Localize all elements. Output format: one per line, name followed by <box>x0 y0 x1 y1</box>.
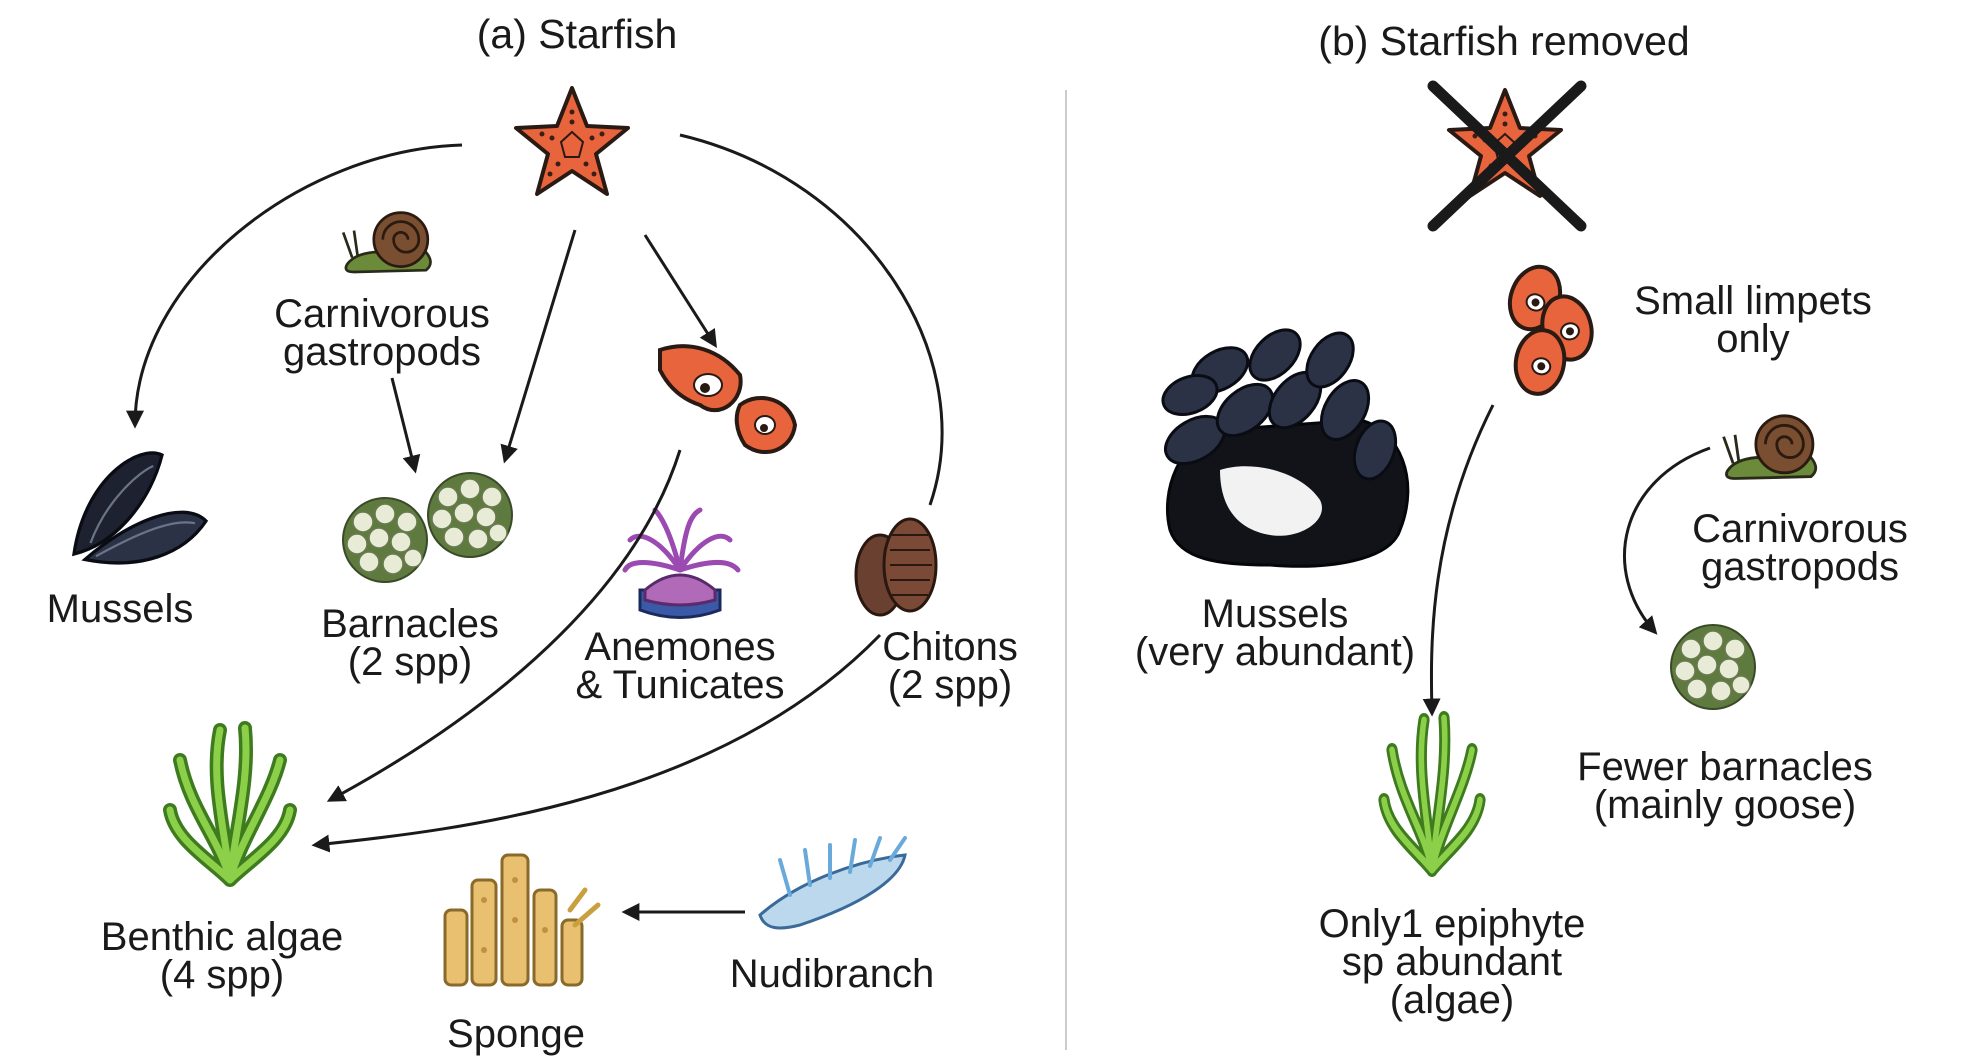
snail-icon <box>341 211 432 274</box>
panel-b-title: (b) Starfish removed <box>1318 18 1690 64</box>
label-benthic-algae: Benthic algae (4 spp) <box>100 915 344 997</box>
label-sponge: Sponge <box>447 1012 585 1056</box>
starfish-icon <box>514 86 630 196</box>
panel-b-arrows <box>1422 404 1711 717</box>
arrow-starfish-limpets <box>643 234 717 349</box>
label-nudibranch: Nudibranch <box>729 952 935 996</box>
label-fewer-barnacles: Fewer barnacles (mainly goose) <box>1577 745 1873 827</box>
panel-a-arrows <box>126 133 944 921</box>
label-small-limpets: Small limpets only <box>1634 279 1872 361</box>
barnacle-icon <box>1670 624 1756 710</box>
label-mussels-b: Mussels (very abundant) <box>1134 592 1416 674</box>
barnacle-icon <box>342 497 428 583</box>
limpet-icon <box>1499 257 1601 400</box>
label-chitons: Chitons (2 spp) <box>882 625 1018 707</box>
panel-a-title: (a) Starfish <box>476 11 678 57</box>
snail-icon <box>1722 414 1818 480</box>
mussel-icon <box>72 451 208 565</box>
arrow-gastropods-barnacles <box>1623 446 1711 635</box>
limpet-icon <box>658 344 798 455</box>
arrow-limpets-epiphyte <box>1422 404 1495 717</box>
crossed-starfish-icon <box>1427 80 1587 232</box>
label-carnivorous-gastropods-a: Carnivorous gastropods <box>274 292 490 374</box>
arrow-chitons-algae <box>311 633 882 853</box>
algae-icon <box>170 728 290 880</box>
nudibranch-icon <box>758 836 907 930</box>
sponge-icon <box>443 853 601 987</box>
arrow-limpets-algae <box>326 449 682 802</box>
label-anemones-tunicates: Anemones & Tunicates <box>575 625 785 707</box>
arrow-starfish-chitons <box>679 133 944 506</box>
label-mussels-a: Mussels <box>46 587 194 631</box>
algae-icon <box>1384 718 1480 870</box>
barnacle-icon <box>427 472 513 558</box>
label-carnivorous-gastropods-b: Carnivorous gastropods <box>1692 507 1908 589</box>
arrow-gastropods-barnacles <box>390 377 421 474</box>
mussel-bed-icon <box>1161 328 1410 568</box>
anemone-icon <box>622 507 741 619</box>
label-barnacles-a: Barnacles (2 spp) <box>321 602 499 684</box>
chiton-icon <box>854 517 938 617</box>
label-epiphyte: Only1 epiphyte sp abundant (algae) <box>1318 902 1586 1022</box>
arrow-starfish-mussels <box>126 143 463 429</box>
arrow-starfish-barnacles <box>500 229 577 464</box>
